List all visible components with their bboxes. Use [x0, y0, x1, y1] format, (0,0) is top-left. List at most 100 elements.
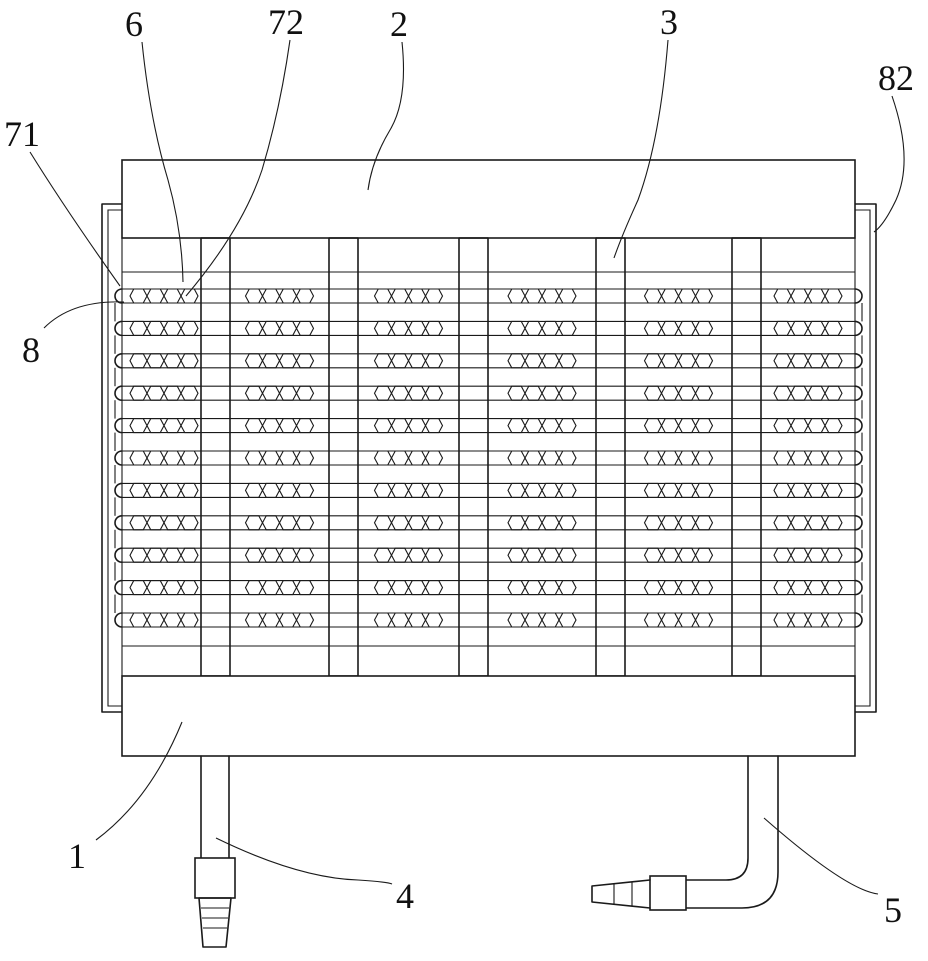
frame-outer — [102, 204, 876, 712]
fin-hex — [542, 321, 559, 335]
fin-hex — [280, 581, 297, 595]
bottom-header — [122, 676, 855, 756]
return-bend-right — [855, 451, 862, 465]
fin-hex — [164, 419, 181, 433]
fin-hex — [542, 354, 559, 368]
fin-hex — [508, 419, 525, 433]
fin-hex — [525, 516, 542, 530]
fin-hex — [508, 516, 525, 530]
fin-hex — [426, 419, 443, 433]
return-bend-left — [115, 548, 122, 562]
fin-hex — [181, 354, 198, 368]
return-bend-right — [855, 483, 862, 497]
fin-hex — [525, 354, 542, 368]
fin-hex — [280, 483, 297, 497]
fin-hex — [808, 548, 825, 562]
return-bend-left — [115, 386, 122, 400]
fin-hex — [696, 451, 713, 465]
fin-hex — [246, 548, 263, 562]
fin-hex — [263, 354, 280, 368]
fin-hex — [164, 386, 181, 400]
fin-hex — [181, 516, 198, 530]
fin-hex — [426, 451, 443, 465]
fin-hex — [130, 483, 147, 497]
fin-hex — [525, 613, 542, 627]
return-bend-right — [855, 289, 862, 303]
fin-hex — [409, 581, 426, 595]
fin-hex — [246, 321, 263, 335]
fin-hex — [375, 548, 392, 562]
fin-hex — [297, 321, 314, 335]
fin-hex — [297, 289, 314, 303]
fin-hex — [409, 548, 426, 562]
return-bend-right — [855, 581, 862, 595]
fin-hex — [409, 386, 426, 400]
fin-hex — [645, 354, 662, 368]
fin-hex — [147, 354, 164, 368]
fin-hex — [508, 548, 525, 562]
fin-hex — [542, 289, 559, 303]
fin-hex — [147, 516, 164, 530]
return-bend-left — [115, 419, 122, 433]
fin-hex — [246, 451, 263, 465]
fin-hex — [542, 419, 559, 433]
fin-hex — [825, 483, 842, 497]
fin-hex — [645, 419, 662, 433]
fin-hex — [426, 321, 443, 335]
fin-hex — [774, 321, 791, 335]
fin-hex — [825, 419, 842, 433]
fin-hex — [164, 516, 181, 530]
fin-hex — [679, 289, 696, 303]
fin-hex — [679, 419, 696, 433]
fin-hex — [662, 289, 679, 303]
fin-hex — [130, 289, 147, 303]
fin-hex — [130, 386, 147, 400]
fin-hex — [263, 321, 280, 335]
fin-hex — [825, 354, 842, 368]
fin-hex — [662, 483, 679, 497]
fin-hex — [774, 354, 791, 368]
fin-hex — [542, 516, 559, 530]
frame-inner — [108, 210, 870, 706]
fin-hex — [147, 581, 164, 595]
fin-hex — [147, 321, 164, 335]
fin-hex — [662, 613, 679, 627]
fin-hex — [426, 354, 443, 368]
fin-hex — [825, 516, 842, 530]
fin-hex — [696, 289, 713, 303]
fin-hex — [645, 516, 662, 530]
fin-hex — [825, 386, 842, 400]
fin-hex — [130, 419, 147, 433]
fin-hex — [542, 386, 559, 400]
fin-hex — [130, 321, 147, 335]
fin-hex — [525, 321, 542, 335]
fin-hex — [246, 581, 263, 595]
fin-hex — [392, 354, 409, 368]
fin-hex — [662, 548, 679, 562]
fin-hex — [525, 419, 542, 433]
fin-hex — [426, 548, 443, 562]
fin-hex — [375, 386, 392, 400]
fin-hex — [392, 516, 409, 530]
return-bend-left — [115, 483, 122, 497]
fin-hex — [263, 483, 280, 497]
fin-hex — [774, 581, 791, 595]
fin-hex — [559, 419, 576, 433]
fin-hex — [426, 289, 443, 303]
fin-hex — [508, 613, 525, 627]
fin-hex — [280, 548, 297, 562]
fin-hex — [679, 354, 696, 368]
fin-hex — [297, 386, 314, 400]
fin-hex — [791, 581, 808, 595]
return-bend-left — [115, 289, 122, 303]
fin-hex — [147, 289, 164, 303]
fin-hex — [280, 516, 297, 530]
fin-hex — [559, 548, 576, 562]
fin-hex — [280, 289, 297, 303]
fin-hex — [426, 516, 443, 530]
return-bend-right — [855, 386, 862, 400]
fin-hex — [791, 386, 808, 400]
fin-hex — [508, 386, 525, 400]
fin-hex — [542, 613, 559, 627]
fin-hex — [559, 289, 576, 303]
